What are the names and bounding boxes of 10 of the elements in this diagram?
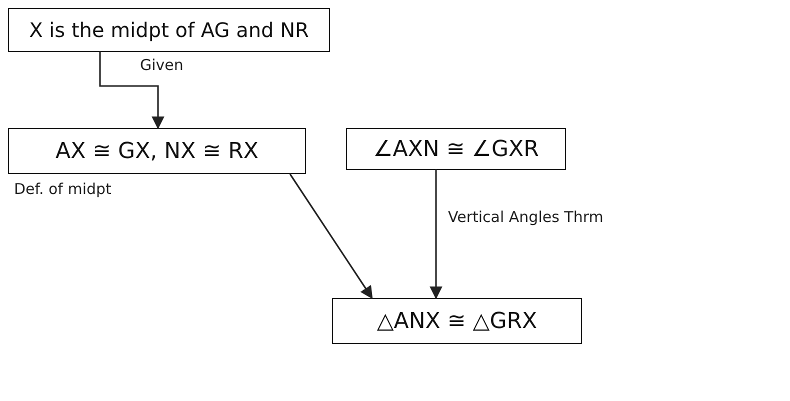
reason-text: Def. of midpt	[14, 180, 112, 198]
arrow	[289, 174, 373, 300]
reason-text: Given	[140, 56, 184, 74]
reason-text: Vertical Angles Thrm	[448, 208, 604, 226]
arrow	[99, 52, 164, 130]
statement-box: ∠AXN ≅ ∠GXR	[346, 128, 566, 170]
statement-box: △ANX ≅ △GRX	[332, 298, 582, 344]
arrow	[430, 170, 442, 300]
statement-box: X is the midpt of AG and NR	[8, 8, 330, 52]
statement-box: AX ≅ GX, NX ≅ RX	[8, 128, 306, 174]
